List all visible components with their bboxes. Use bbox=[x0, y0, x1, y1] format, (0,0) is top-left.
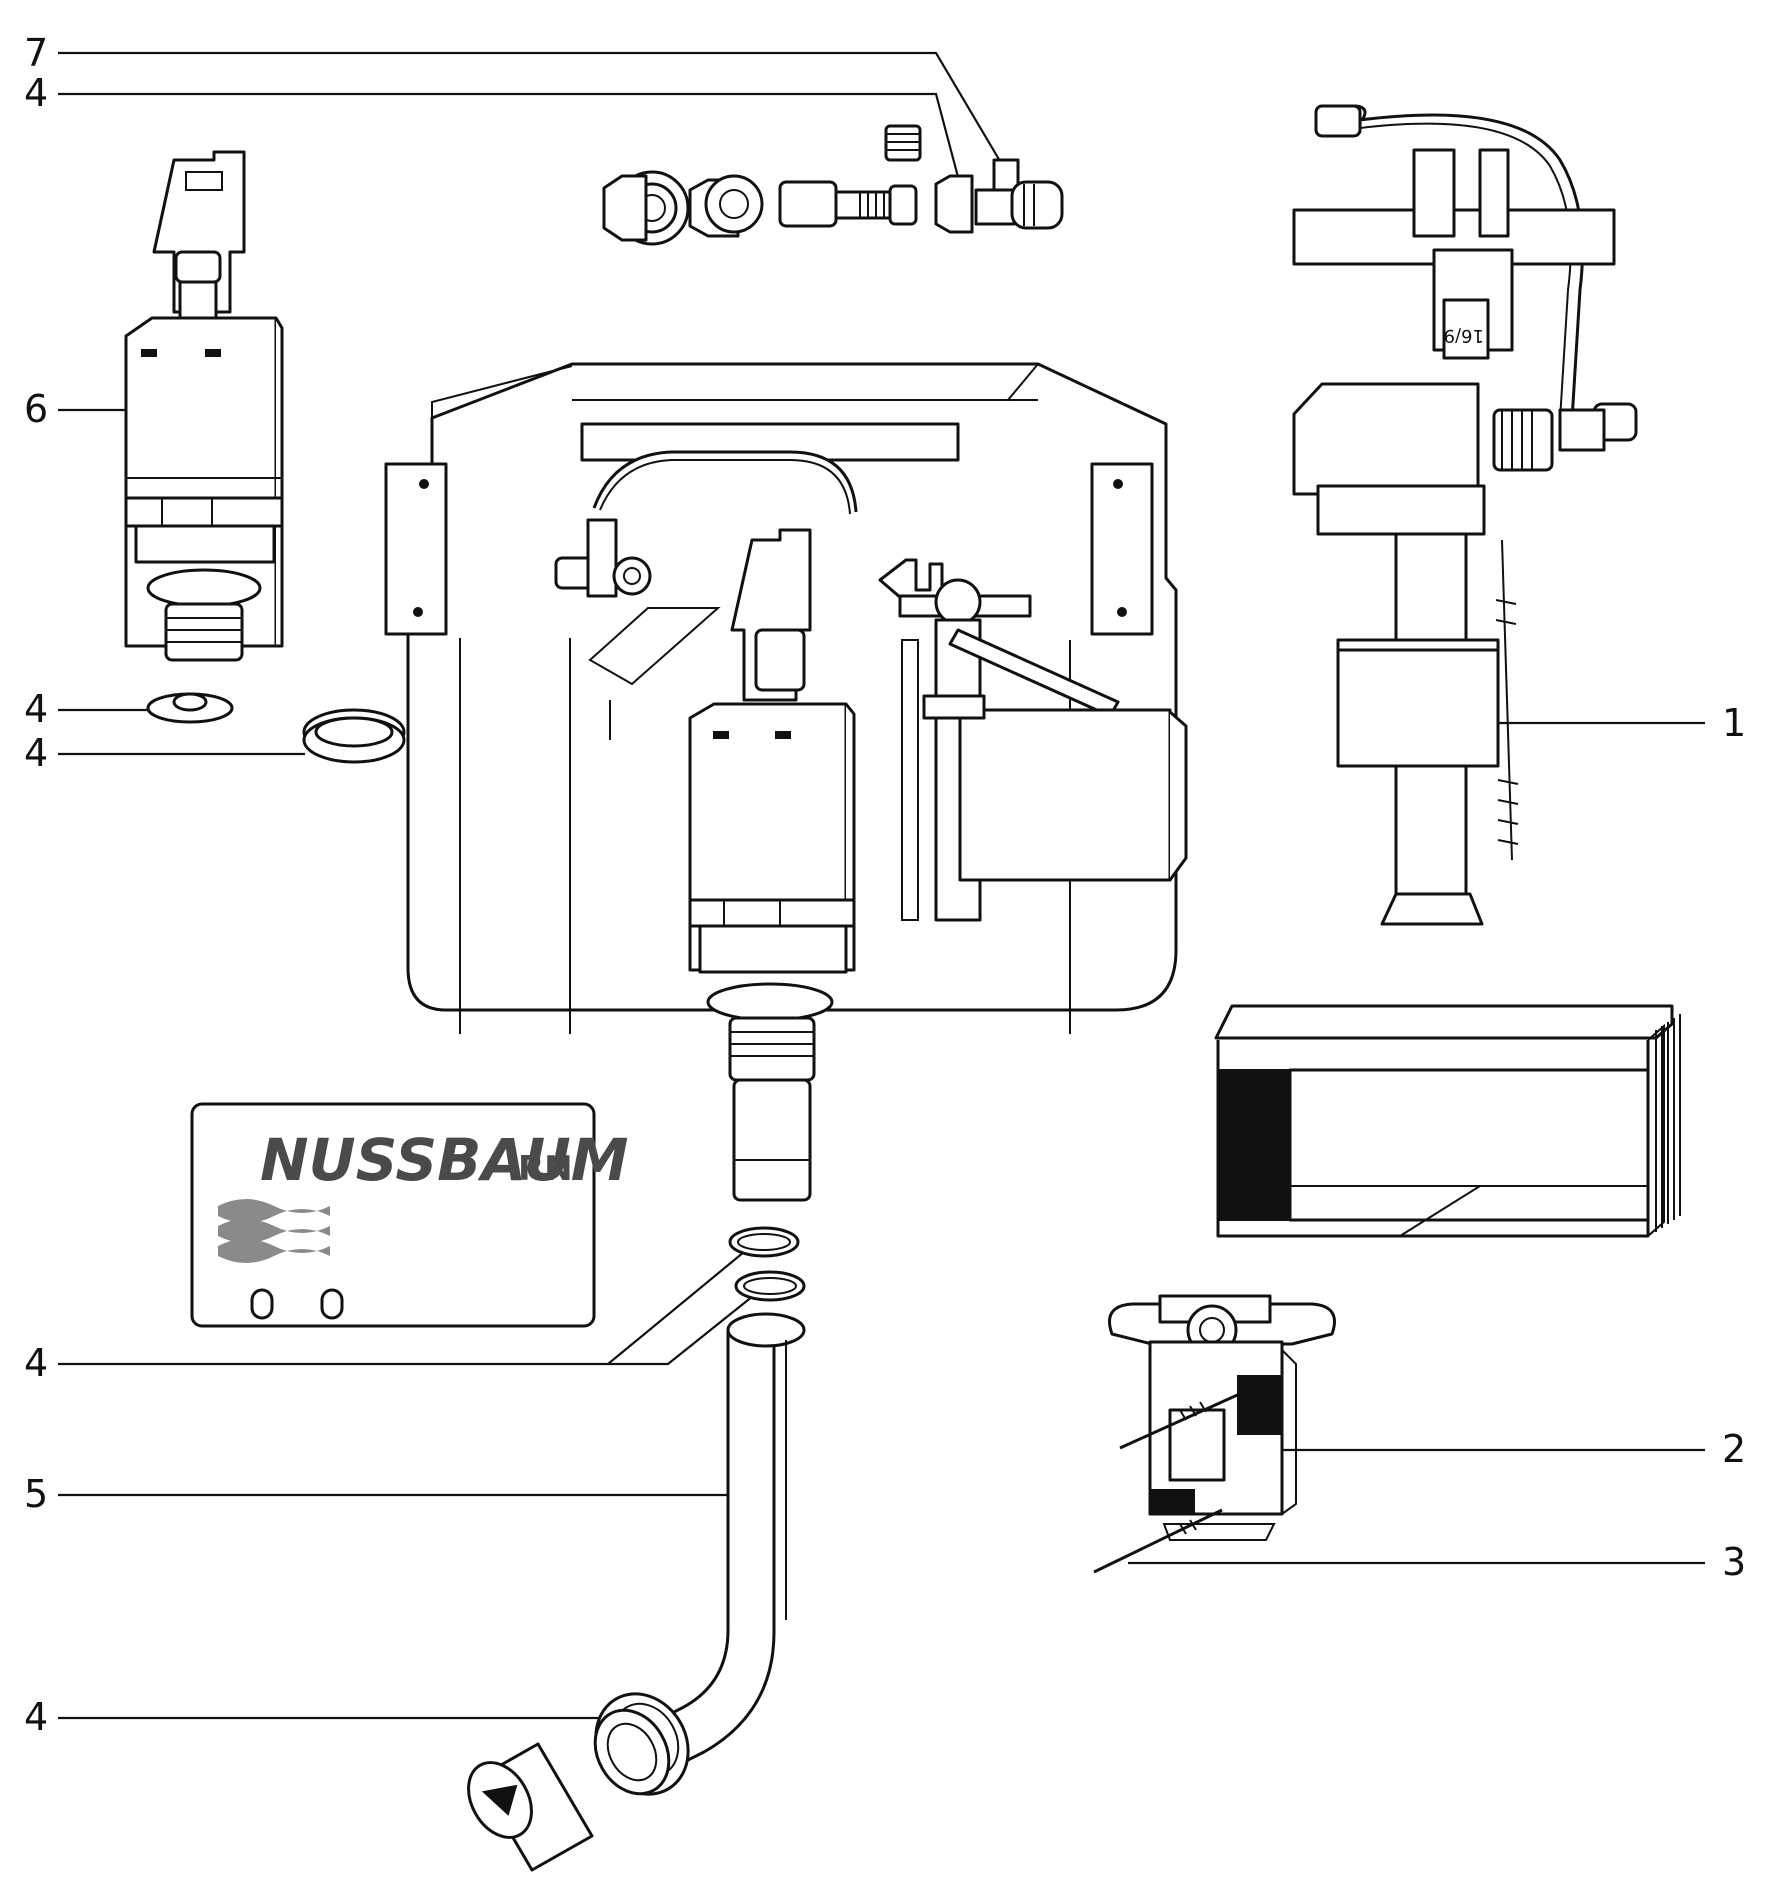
callout-5: 5 bbox=[24, 1472, 48, 1516]
actuator-bracket bbox=[1093, 1294, 1336, 1574]
cistern-flush-valve bbox=[688, 528, 856, 1202]
leader-7 bbox=[58, 51, 1011, 179]
callout-6: 6 bbox=[24, 387, 48, 431]
brand-label-plate: NUSSBAUM RN bbox=[190, 1102, 628, 1328]
leader-4-orings-b bbox=[608, 1291, 759, 1366]
callout-4-orings: 4 bbox=[24, 1341, 48, 1385]
inspection-duct bbox=[1214, 1004, 1681, 1238]
callout-labels: 7 4 6 4 4 1 4 5 2 3 4 bbox=[24, 31, 1746, 1739]
fill-valve-spare: 16/9 bbox=[1292, 104, 1638, 926]
callout-2: 2 bbox=[1722, 1427, 1746, 1471]
callout-1: 1 bbox=[1722, 701, 1746, 745]
pipe-seal-bottom bbox=[593, 1708, 671, 1796]
flush-valve-spare bbox=[124, 150, 284, 662]
brand-suffix: RN bbox=[518, 1149, 573, 1189]
callout-4-top: 4 bbox=[24, 71, 48, 115]
cistern-fill-valve bbox=[878, 558, 1188, 922]
callout-7-top: 7 bbox=[24, 31, 48, 75]
seal-washer bbox=[146, 692, 234, 724]
angle-valve-connector-assembly bbox=[602, 124, 1064, 246]
leader-4-top bbox=[58, 92, 964, 193]
brand-name: NUSSBAUM bbox=[260, 1126, 628, 1194]
brand-waves-icon bbox=[218, 1199, 330, 1263]
o-rings bbox=[728, 1226, 806, 1302]
seal-ring-large bbox=[302, 708, 406, 764]
callout-4-ring: 4 bbox=[24, 731, 48, 775]
pan-connector bbox=[467, 1742, 594, 1872]
callout-3: 3 bbox=[1722, 1540, 1746, 1584]
fill-valve-mark: 16/9 bbox=[1444, 325, 1484, 346]
callout-4-washer: 4 bbox=[24, 687, 48, 731]
callout-4-bottom: 4 bbox=[24, 1695, 48, 1739]
leader-lines bbox=[58, 51, 1705, 1720]
